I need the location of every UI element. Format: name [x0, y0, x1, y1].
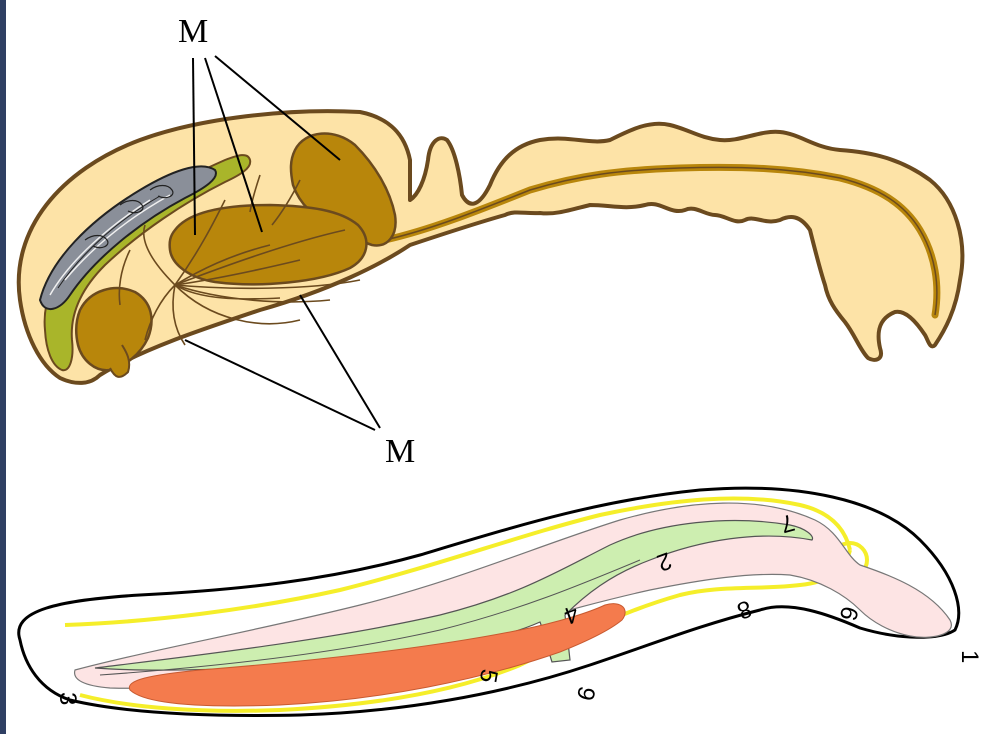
bottom-figure: 1 2 3 4 5 6 7 8 9	[19, 488, 981, 715]
top-figure: M M	[19, 13, 963, 470]
label-m-bottom: M	[385, 433, 415, 470]
num-1: 1	[956, 650, 981, 663]
lower-organ	[76, 288, 151, 370]
num-3: 3	[54, 692, 81, 705]
num-9: 9	[571, 683, 601, 703]
label-m-top: M	[178, 13, 208, 50]
top-body	[19, 111, 963, 383]
